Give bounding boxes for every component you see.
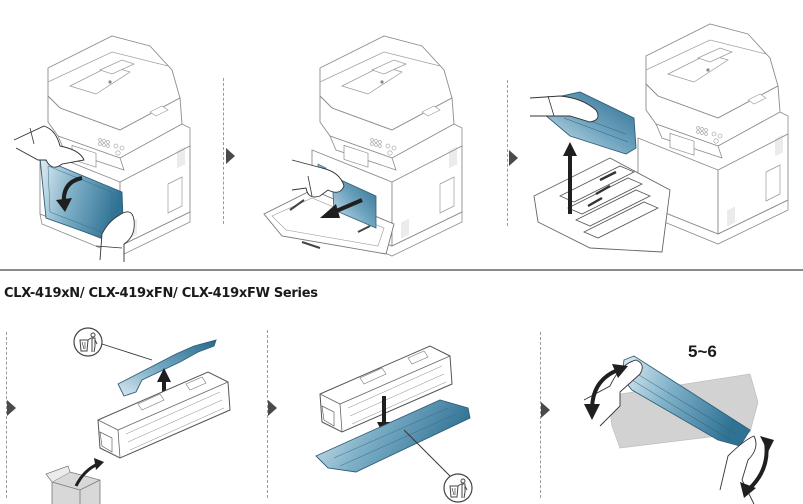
pull-arrow-icon bbox=[333, 198, 363, 214]
step-separator bbox=[6, 332, 7, 498]
next-step-arrow-icon bbox=[7, 400, 16, 416]
next-step-arrow-icon bbox=[541, 402, 550, 418]
step-1-illustration bbox=[0, 0, 220, 262]
hand-left bbox=[583, 359, 643, 427]
step-5-illustration bbox=[315, 300, 520, 504]
step-separator bbox=[223, 78, 224, 224]
hand bbox=[291, 159, 345, 198]
packing-tray bbox=[315, 399, 471, 473]
step-separator bbox=[507, 80, 508, 226]
step-separator bbox=[267, 330, 268, 498]
hand-right bbox=[99, 211, 135, 262]
step-6-illustration bbox=[580, 330, 803, 504]
section-divider bbox=[0, 269, 803, 271]
next-step-arrow-icon bbox=[268, 400, 277, 416]
hand bbox=[529, 95, 599, 123]
step-separator bbox=[540, 332, 541, 498]
hand-left bbox=[13, 125, 85, 168]
protective-cover bbox=[117, 339, 217, 397]
step-4-illustration bbox=[40, 310, 240, 504]
recycle-bin-icon bbox=[443, 473, 473, 503]
packaging-box-icon bbox=[45, 458, 104, 504]
shake-count-label: 5~6 bbox=[688, 342, 717, 361]
recycle-bin-icon bbox=[73, 327, 103, 357]
step-3-illustration bbox=[529, 0, 803, 262]
next-step-arrow-icon bbox=[509, 150, 518, 166]
next-step-arrow-icon bbox=[226, 148, 235, 164]
section-heading: CLX-419xN/ CLX-419xFN/ CLX-419xFW Series bbox=[4, 286, 318, 301]
hand-right bbox=[719, 435, 757, 504]
step-2-illustration bbox=[262, 0, 502, 262]
